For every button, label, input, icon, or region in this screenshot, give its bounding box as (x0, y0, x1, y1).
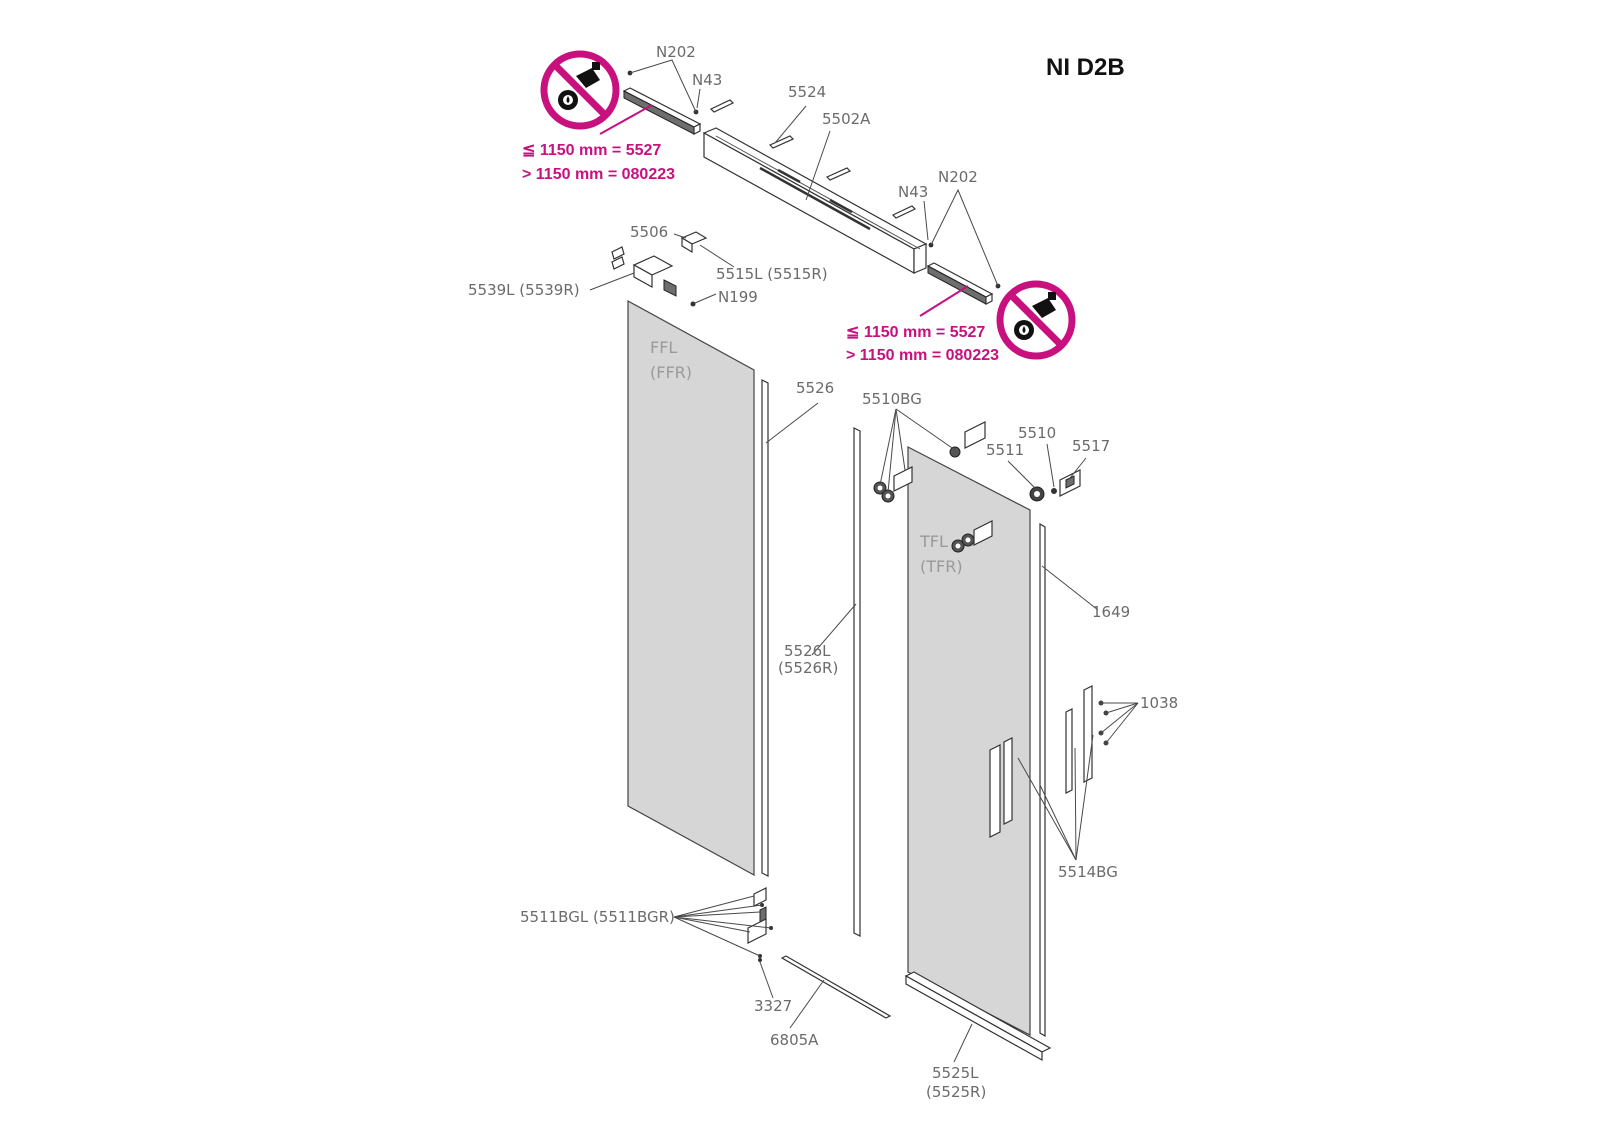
label-6805a: 6805A (770, 1031, 819, 1049)
label-5502a: 5502A (822, 110, 871, 128)
rail-strips-5524 (709, 99, 917, 219)
label-5526: 5526 (796, 379, 834, 397)
label-5539l: 5539L (5539R) (468, 281, 580, 299)
leader-lines (589, 59, 1139, 1063)
label-5510: 5510 (1018, 424, 1056, 442)
label-n202: N202 (656, 43, 696, 61)
track-block-left (622, 87, 702, 135)
label-5511bgl: 5511BGL (5511BGR) (520, 908, 675, 926)
label-3327: 3327 (754, 997, 792, 1015)
cap-5506 (680, 231, 708, 254)
label-5515l: 5515L (5515R) (716, 265, 828, 283)
note-leader-right (919, 285, 969, 317)
profile-1649 (1039, 522, 1046, 1038)
fixed-panel-ffl (627, 299, 755, 877)
label-ffr: (FFR) (650, 363, 692, 382)
profile-5526l (853, 427, 861, 937)
profile-5526 (761, 379, 769, 877)
note-leader-left (599, 104, 653, 135)
label-5526l: 5526L (784, 642, 831, 660)
label-5517: 5517 (1072, 437, 1110, 455)
label-5506: 5506 (630, 223, 668, 241)
no-lubricant-spray-icon (996, 280, 1076, 360)
label-1649: 1649 (1092, 603, 1130, 621)
label-5526r: (5526R) (778, 659, 838, 677)
svg-text:≦ 1150 mm = 5527: ≦ 1150 mm = 5527 (522, 142, 661, 159)
length-note-right: ≦ 1150 mm = 5527 > 1150 mm = 080223 (846, 324, 999, 364)
no-lubricant-spray-icon (540, 50, 620, 130)
label-5524: 5524 (788, 83, 826, 101)
label-5525r: (5525R) (926, 1083, 986, 1101)
label-5525l: 5525L (932, 1064, 979, 1082)
label-n199: N199 (718, 288, 758, 306)
label-tfr: (TFR) (920, 557, 963, 576)
svg-text:> 1150 mm = 080223: > 1150 mm = 080223 (522, 166, 675, 183)
screw-n199 (690, 301, 696, 307)
guide-6805a (780, 955, 892, 1019)
svg-text:≦ 1150 mm = 5527: ≦ 1150 mm = 5527 (846, 324, 985, 341)
length-note-left: ≦ 1150 mm = 5527 > 1150 mm = 080223 (522, 142, 675, 183)
diagram-title: NI D2B (1046, 54, 1125, 81)
bottom-profile-5525l (904, 971, 1052, 1062)
screws-1038 (1098, 700, 1109, 746)
top-rail-5502a (702, 127, 928, 275)
label-n43: N43 (692, 71, 722, 89)
label-tfl: TFL (919, 532, 948, 551)
door-panel-tfl (907, 446, 1031, 1036)
svg-text:> 1150 mm = 080223: > 1150 mm = 080223 (846, 347, 999, 364)
label-ffl: FFL (650, 338, 677, 357)
label-1038: 1038 (1140, 694, 1178, 712)
part-labels: N202 N43 5524 5502A N43 N202 5506 5515L … (468, 43, 1178, 1101)
screw-3327 (758, 958, 762, 962)
label-5511: 5511 (986, 441, 1024, 459)
rollers-5510bg (873, 421, 993, 553)
label-5514bg: 5514BG (1058, 863, 1118, 881)
label-n202: N202 (938, 168, 978, 186)
track-block-right (926, 262, 994, 305)
label-n43: N43 (898, 183, 928, 201)
carriage-5539l (611, 246, 677, 297)
fittings-5511bgl (747, 887, 773, 958)
label-5510bg: 5510BG (862, 390, 922, 408)
